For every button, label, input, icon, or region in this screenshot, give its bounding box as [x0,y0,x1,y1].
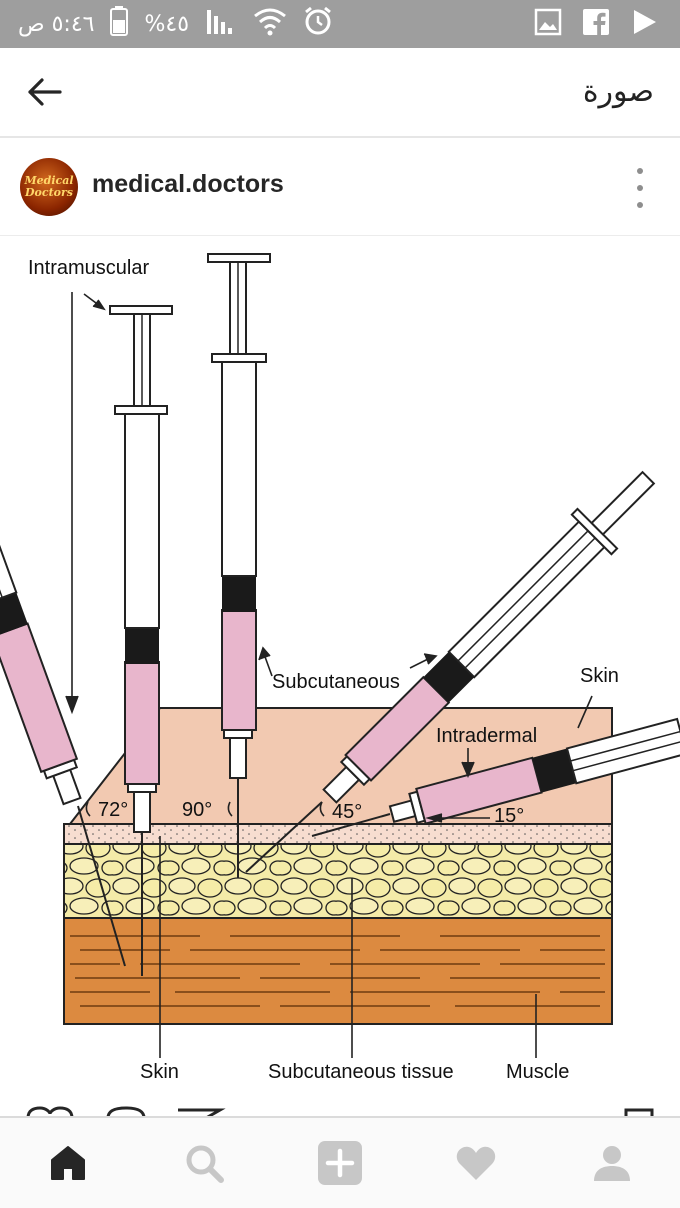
label-subcutaneous-tissue: Subcutaneous tissue [268,1061,454,1083]
home-icon [51,1146,85,1180]
avatar-text-2: Doctors [25,186,73,199]
wifi-icon [253,6,287,42]
label-subcutaneous: Subcutaneous [272,671,400,693]
nav-profile[interactable] [578,1129,646,1197]
more-vertical-icon [637,168,643,174]
status-right [534,0,658,48]
syringe-45 [322,470,656,804]
label-muscle: Muscle [506,1061,569,1083]
comment-icon [106,1106,146,1118]
like-icon [26,1106,74,1118]
label-angle-15: 15° [494,805,524,827]
save-icon [624,1108,654,1118]
play-store-icon [630,8,658,41]
facebook-icon [582,8,610,41]
post-actions [0,1104,680,1118]
gallery-icon [534,8,562,41]
syringe-15 [388,717,680,825]
nav-home[interactable] [34,1129,102,1197]
syringe-72 [0,473,82,806]
syringe-90-im [109,305,173,833]
angle-arcs [85,801,325,817]
battery-percent: %٤٥ [144,11,190,37]
label-intramuscular: Intramuscular [28,257,149,279]
bottom-nav [0,1116,680,1208]
diagram-labels: Intramuscular Subcutaneous Skin Intrader… [28,257,619,1083]
back-button[interactable] [22,72,66,116]
avatar[interactable]: Medical Doctors [20,158,78,216]
label-angle-90: 90° [182,799,212,821]
search-icon [186,1145,224,1183]
app-header: صورة [0,48,680,138]
post-image[interactable]: Intramuscular Subcutaneous Skin Intrader… [0,236,680,1116]
nav-add[interactable] [306,1129,374,1197]
avatar-text-1: Medical [24,174,74,187]
nav-search[interactable] [170,1129,238,1197]
more-options-button[interactable] [630,168,650,208]
status-left: ٥:٤٦ ص %٤٥ [18,0,333,48]
label-angle-45: 45° [332,801,362,823]
status-bar: ٥:٤٦ ص %٤٥ [0,0,680,48]
activity-icon [456,1146,496,1180]
nav-activity[interactable] [442,1129,510,1197]
status-time: ٥:٤٦ ص [18,11,95,37]
alarm-icon [303,6,333,42]
profile-icon [594,1146,630,1181]
post-header: Medical Doctors medical.doctors [0,138,680,236]
username[interactable]: medical.doctors [92,170,284,198]
more-dot [637,202,643,208]
injection-diagram: Intramuscular Subcutaneous Skin Intrader… [0,253,680,1083]
label-skin-top: Skin [580,665,619,687]
leader-lines [65,292,593,1058]
arrow-back-icon [26,77,62,112]
add-icon [318,1141,362,1185]
label-angle-72: 72° [98,799,128,821]
header-title: صورة [582,74,654,109]
syringe-90-subq [207,253,271,779]
label-skin-bottom: Skin [140,1061,179,1083]
tissue-block [63,707,613,1025]
signal-icon [205,6,237,42]
label-intradermal: Intradermal [436,725,537,747]
share-icon [178,1108,226,1118]
battery-icon [110,6,129,42]
more-dot [637,185,643,191]
